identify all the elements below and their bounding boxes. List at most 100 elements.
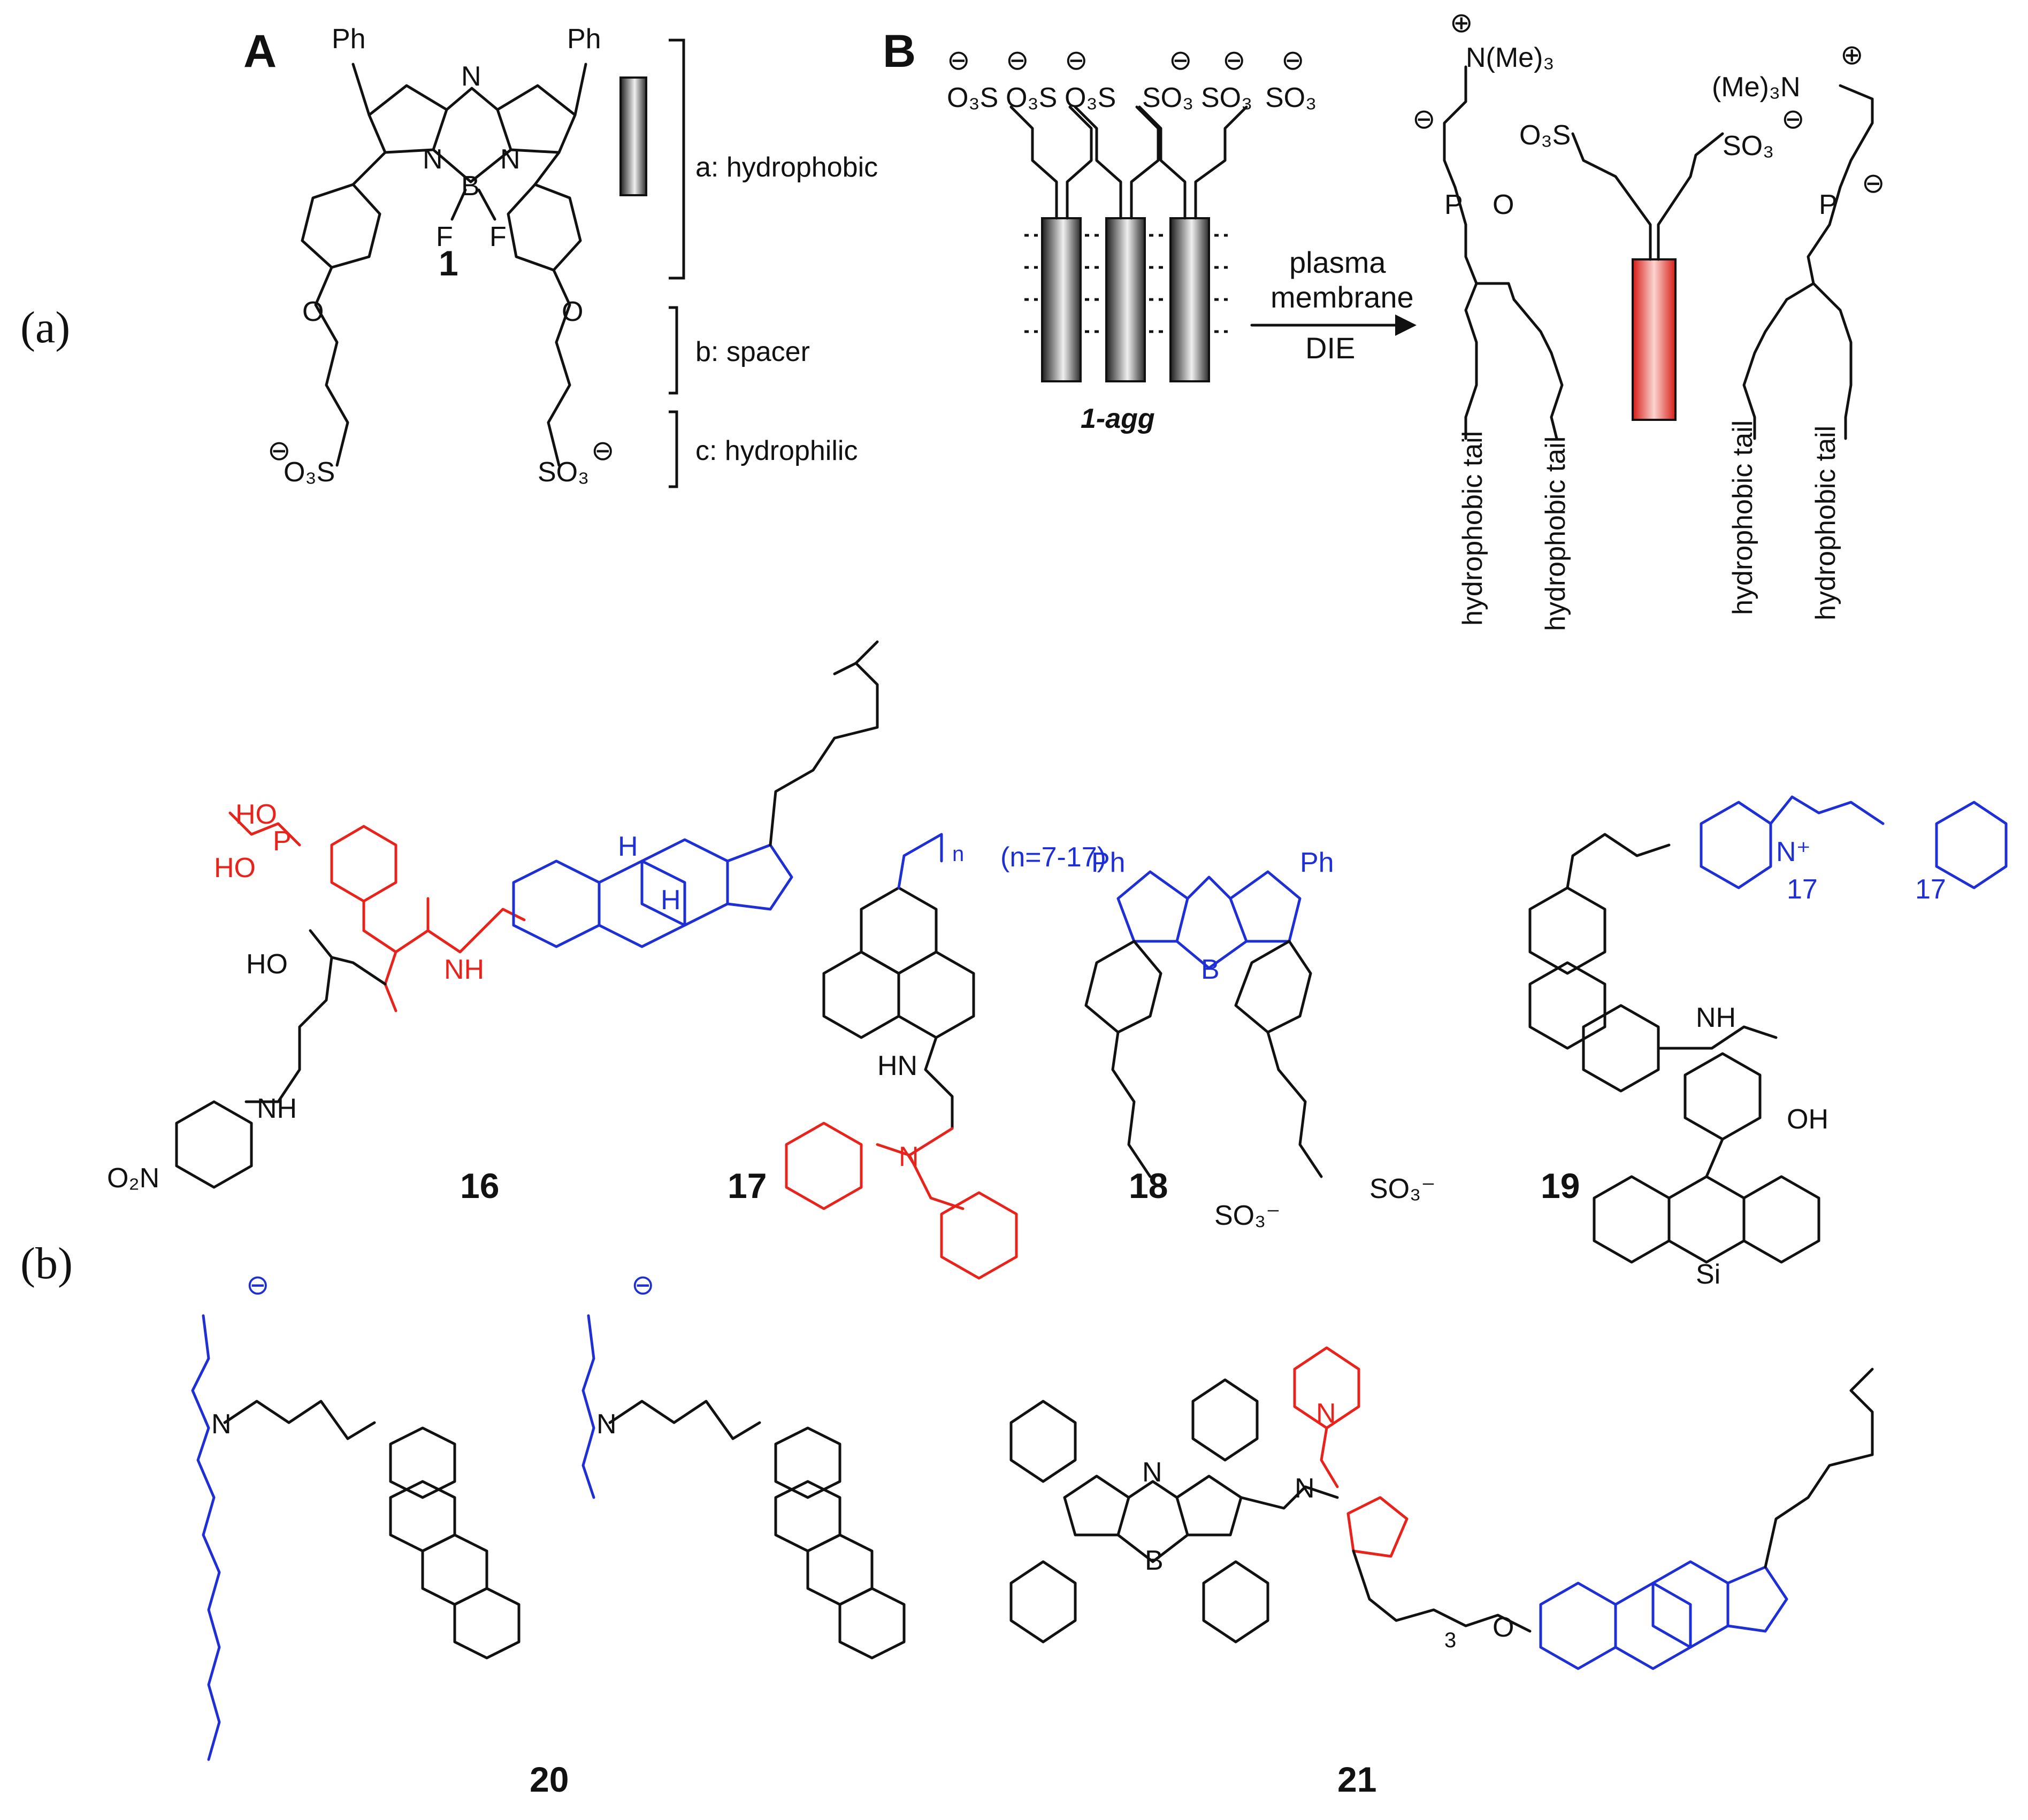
atom-19-chain-17-left: 17 [1787, 874, 1818, 905]
atom-b: B [461, 171, 480, 202]
atom-18-ph-left: Ph [1091, 847, 1126, 878]
atom-19-si: Si [1696, 1259, 1720, 1290]
atom-20-sulfonate-charge-left: ⊖ [246, 1270, 270, 1301]
aggregate-label-1-agg: 1-agg [1081, 403, 1155, 434]
atom-f-left: F [436, 221, 453, 252]
atom-18-sulfonate-right: SO₃⁻ [1369, 1173, 1436, 1204]
agg-sulfonate-2: O₃S [1006, 82, 1057, 113]
compound-19-structure [1528, 795, 2008, 1264]
compound-label-1: 1 [439, 243, 458, 283]
atom-20-n-right: N [596, 1409, 617, 1440]
bracket-hydrophilic [669, 410, 678, 488]
atom-19-chain-17-right: 17 [1915, 874, 1946, 905]
atom-16-nh: NH [444, 954, 484, 985]
dye-sulfonate-right: SO₃ [1723, 130, 1774, 162]
atom-19-oh: OH [1787, 1104, 1828, 1135]
atom-16-h-2: H [661, 885, 681, 916]
lipid-left-ammonium: N(Me)₃ [1466, 42, 1555, 73]
atom-21-o: O [1493, 1612, 1514, 1643]
arrow-label-membrane: membrane [1271, 280, 1414, 314]
arrow-label-die: DIE [1305, 331, 1355, 365]
arrow-label-plasma: plasma [1289, 245, 1386, 279]
panel-tag-b: (b) [20, 1239, 73, 1288]
agg-sulfonate-1: O₃S [947, 82, 998, 113]
lipid-left-phosphorus: P [1444, 189, 1463, 220]
legend-hydrophobic: a: hydrophobic [695, 152, 878, 183]
atom-16-h-1: H [618, 831, 638, 862]
lipid-right-phosphate-charge: ⊖ [1862, 168, 1885, 199]
atom-f-right: F [489, 221, 507, 252]
bracket-spacer [669, 306, 678, 395]
atom-o-left: O [302, 296, 324, 327]
atom-17-n-amine: N [899, 1141, 919, 1172]
atom-18-ph-right: Ph [1300, 847, 1334, 878]
tail-label-2: hydrophobic tail [1540, 436, 1571, 631]
atom-20-n-left: N [211, 1409, 232, 1440]
membrane-insertion-scheme [1443, 65, 1874, 440]
aggregate-1-agg [1009, 105, 1248, 382]
subpanel-label-B: B [883, 26, 916, 77]
agg-sulfonate-4: SO₃ [1142, 82, 1193, 113]
atom-o-right: O [562, 296, 583, 327]
agg-sulfonate-3: O₃S [1065, 82, 1116, 113]
tail-label-1: hydrophobic tail [1457, 431, 1488, 626]
lipid-right-phosphorus: P [1819, 189, 1838, 220]
atom-18-b: B [1201, 954, 1220, 985]
lipid-right-ammonium: (Me)₃N [1712, 72, 1801, 103]
atom-21-repeat-3: 3 [1444, 1629, 1456, 1652]
atom-ph-right: Ph [567, 24, 601, 55]
bracket-hydrophobic [669, 39, 685, 280]
dye-sulfonate-right-charge: ⊖ [1781, 104, 1805, 135]
sulfonate-left: O₃S [284, 457, 335, 488]
agg-charge-6: ⊖ [1281, 45, 1305, 76]
compound-21-structure [1009, 1346, 1874, 1670]
sulfonate-left-charge: ⊖ [267, 435, 291, 466]
atom-21-n-amine: N [1295, 1473, 1315, 1504]
lipid-left-phosphate-charge: ⊖ [1412, 104, 1436, 135]
atom-19-nh: NH [1696, 1002, 1736, 1033]
agg-charge-3: ⊖ [1065, 45, 1088, 76]
agg-charge-5: ⊖ [1222, 45, 1246, 76]
compound-label-19: 19 [1541, 1166, 1580, 1205]
hydrophobic-bar-icon [619, 76, 647, 196]
atom-16-ho-bottom: HO [214, 853, 256, 884]
atom-ph-left: Ph [332, 24, 366, 55]
compound-16-structure [175, 640, 879, 1189]
atom-17-hn: HN [877, 1050, 917, 1081]
legend-hydrophilic: c: hydrophilic [695, 435, 858, 466]
compound-label-21: 21 [1337, 1760, 1376, 1799]
atom-20-sulfonate-charge-right: ⊖ [631, 1270, 655, 1301]
atom-19-n-plus: N⁺ [1776, 836, 1811, 867]
atom-16-nitro: O₂N [107, 1163, 159, 1194]
compound-label-20: 20 [530, 1760, 569, 1799]
compound-label-16: 16 [460, 1166, 499, 1205]
legend-spacer: b: spacer [695, 336, 810, 367]
atom-21-n-bridge: N [1142, 1457, 1162, 1488]
lipid-left-oxygen: O [1493, 189, 1514, 220]
n-range-note: (n=7-17) [1000, 842, 1106, 873]
sulfonate-right: SO₃ [538, 457, 589, 488]
agg-sulfonate-6: SO₃ [1265, 82, 1317, 113]
atom-16-nh-lysine: NH [257, 1093, 297, 1124]
agg-charge-2: ⊖ [1006, 45, 1029, 76]
lipid-left-ammonium-charge: ⊕ [1450, 7, 1473, 39]
atom-21-n-pyridine: N [1316, 1398, 1336, 1429]
atom-n-left: N [423, 144, 443, 175]
agg-sulfonate-5: SO₃ [1201, 82, 1252, 113]
compound-20-structure [191, 1314, 906, 1761]
compound-1-structure [301, 63, 587, 467]
subpanel-label-A: A [243, 26, 277, 77]
sulfonate-right-charge: ⊖ [591, 435, 615, 466]
agg-charge-1: ⊖ [947, 45, 970, 76]
compound-17-structure [785, 833, 1018, 1280]
compound-18-structure [1084, 870, 1323, 1178]
lipid-right-ammonium-charge: ⊕ [1840, 40, 1864, 71]
tail-label-4: hydrophobic tail [1810, 426, 1841, 620]
compound-label-17: 17 [728, 1166, 767, 1205]
atom-21-b: B [1145, 1545, 1164, 1576]
tail-label-3: hydrophobic tail [1727, 420, 1758, 615]
panel-tag-a: (a) [20, 303, 70, 352]
atom-n-right: N [500, 144, 521, 175]
dye-sulfonate-left: O₃S [1519, 120, 1571, 151]
